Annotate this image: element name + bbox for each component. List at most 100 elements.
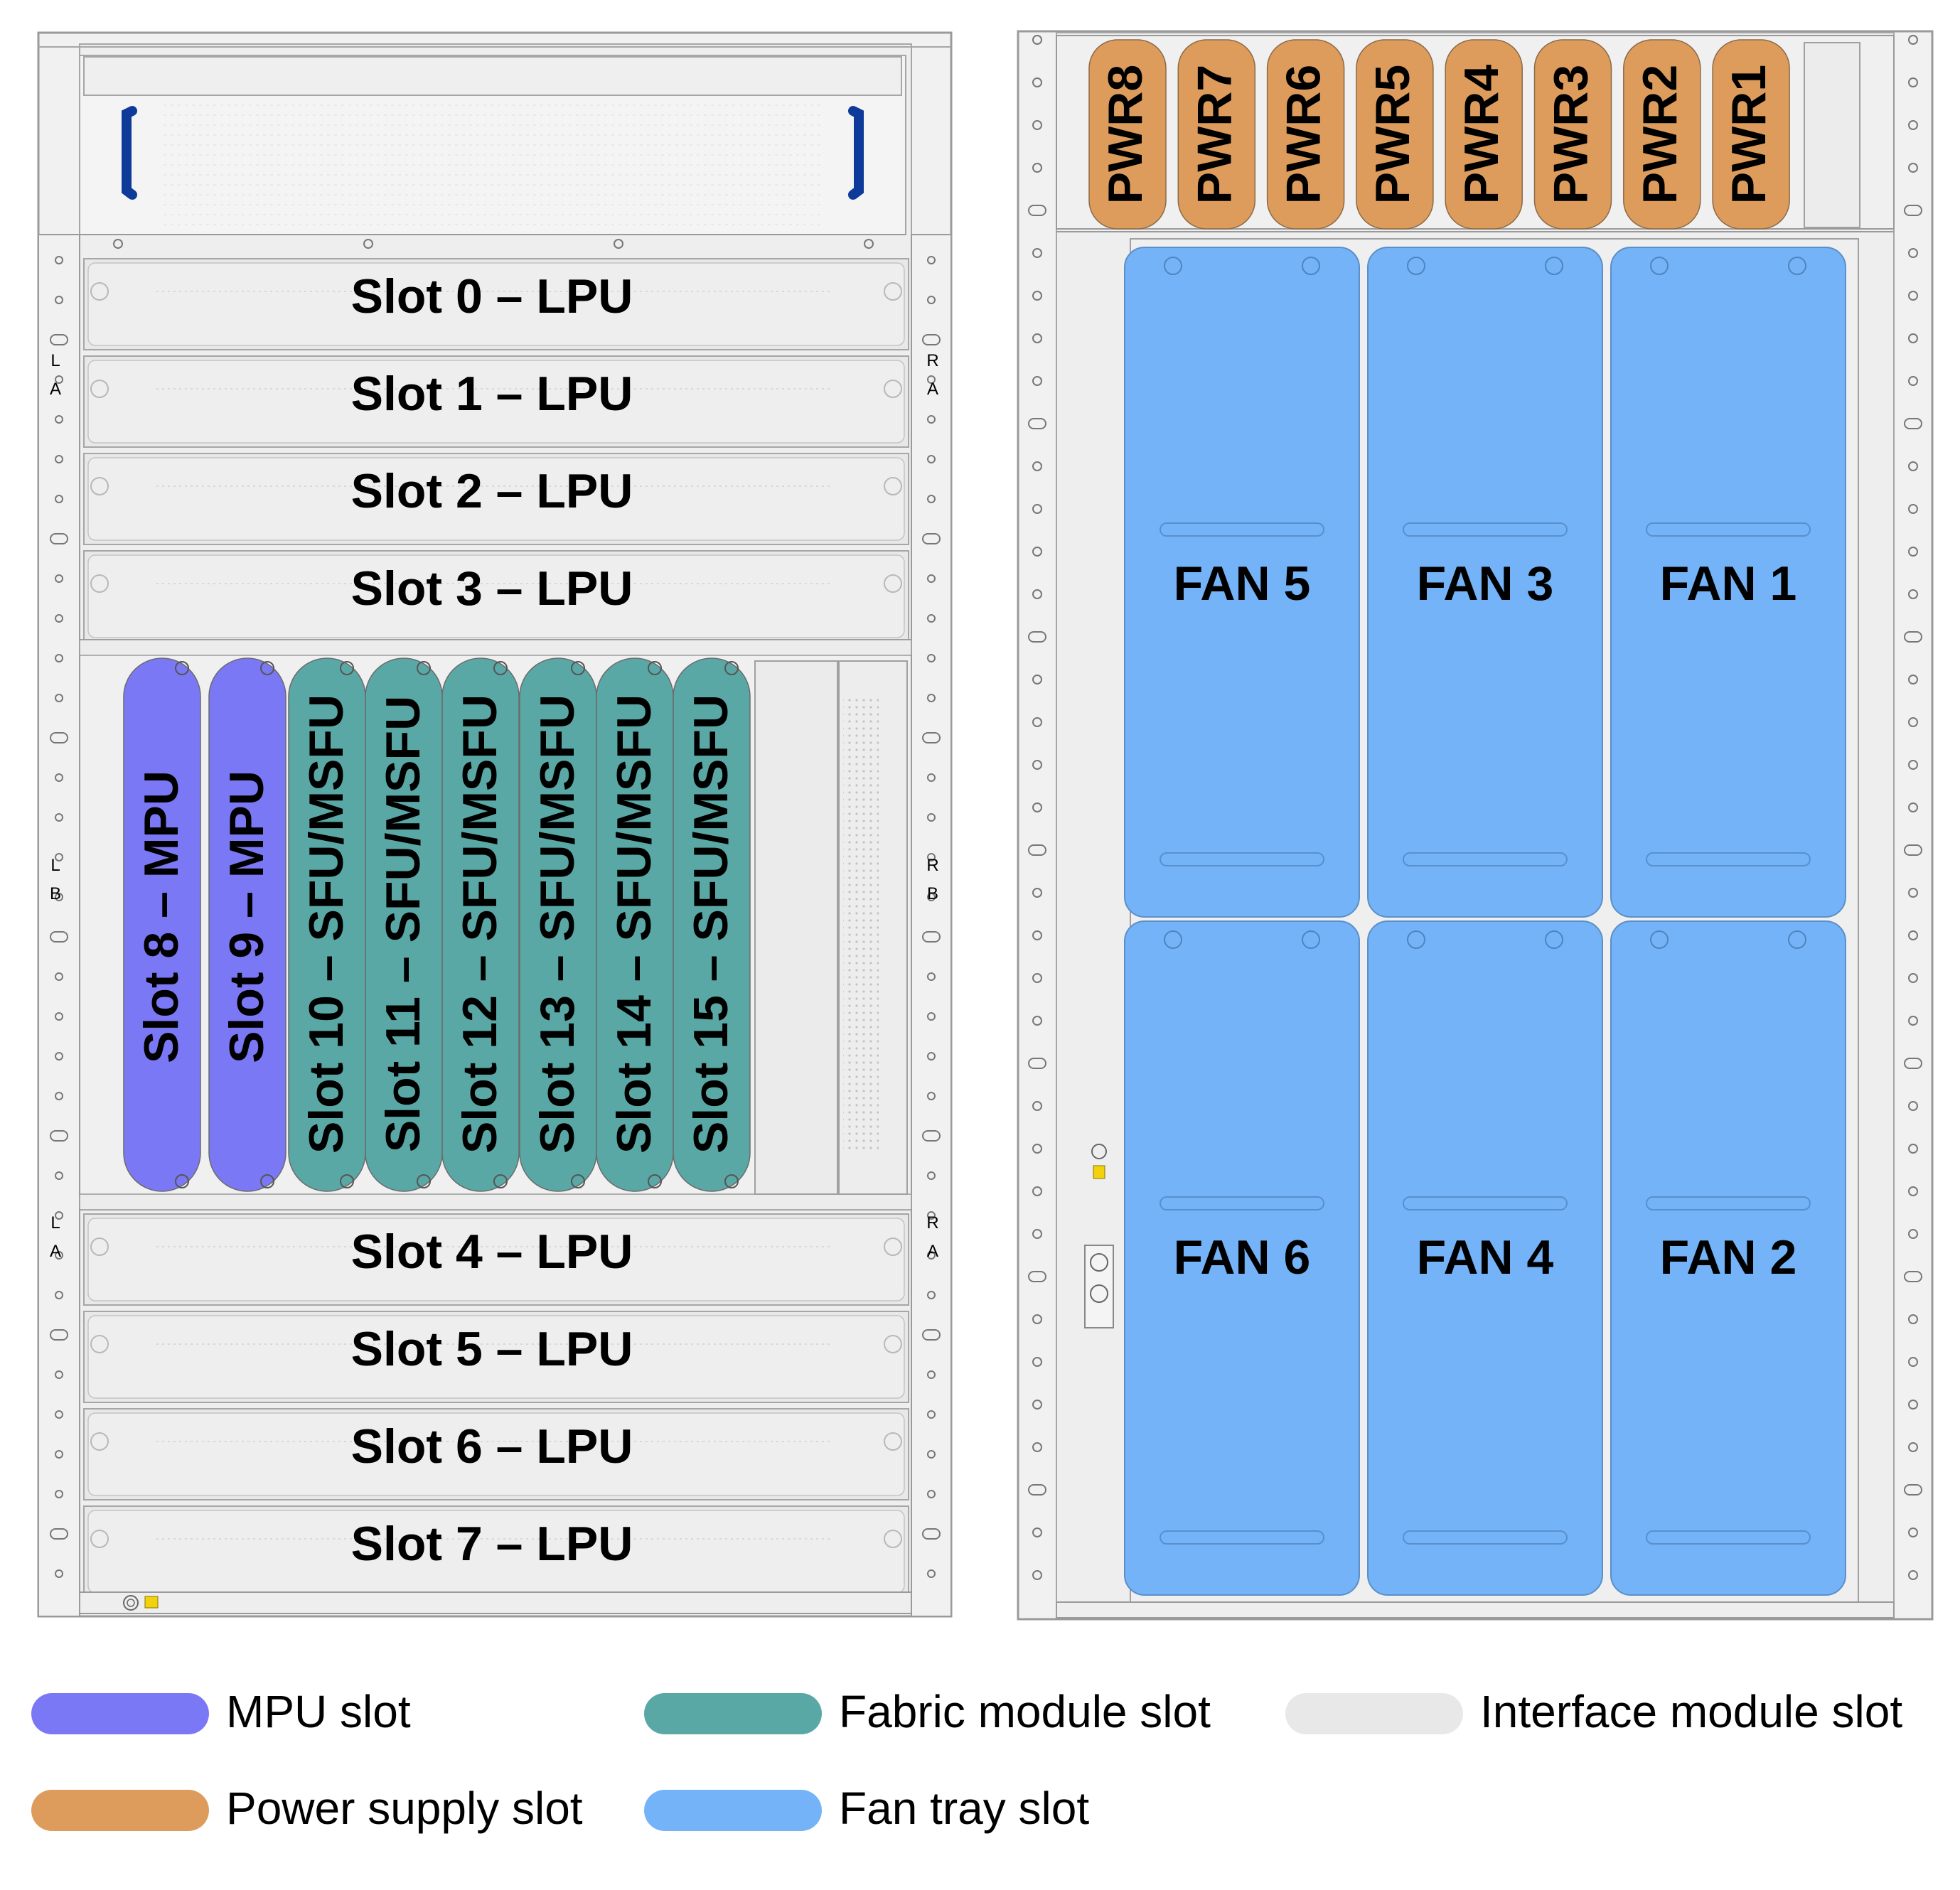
lpu-slot-label: Slot 1 – LPU (351, 367, 633, 421)
card-screw-icon (884, 380, 902, 398)
power-slot-label: PWR1 (1722, 65, 1776, 204)
power-slot-body (1623, 39, 1701, 230)
rail-mark-right: R (926, 856, 938, 875)
card-screw-icon (884, 1237, 902, 1256)
card-screw-icon (175, 661, 189, 675)
lpu-slots-top: Slot 0 – LPU Slot 1 – LPU Slot 2 – LPU Slot… (83, 258, 909, 643)
power-slot-body (1533, 39, 1612, 230)
card-screw-icon (90, 1432, 109, 1451)
legend-item: MPU slot (31, 1686, 411, 1737)
legend-label: Fabric module slot (839, 1686, 1211, 1737)
lpu-slot-label: Slot 6 – LPU (351, 1419, 633, 1473)
legend-item: Fabric module slot (644, 1686, 1211, 1737)
legend-item: Power supply slot (31, 1783, 583, 1834)
fan-tray-body (1367, 247, 1603, 918)
fan-screw-icon (1164, 257, 1182, 275)
fan-tray-slot: FAN 4 (1367, 920, 1603, 1596)
rail-mark-left: L (50, 856, 60, 875)
lpu-slot-label: Slot 4 – LPU (351, 1225, 633, 1279)
card-screw-icon (724, 661, 739, 675)
fan-screw-icon (1407, 930, 1425, 949)
card-screw-icon (90, 477, 109, 495)
card-screw-icon (493, 1174, 508, 1188)
mpu-slot-label: Slot 9 – MPU (220, 771, 274, 1063)
card-screw-icon (175, 1174, 189, 1188)
power-slot-label: PWR3 (1544, 65, 1598, 204)
front-bottom-strip (79, 1591, 912, 1614)
fan-tray-label: FAN 1 (1660, 557, 1797, 611)
fan-tray-label: FAN 4 (1417, 1230, 1554, 1284)
card-screw-icon (417, 661, 431, 675)
card-screw-icon (90, 574, 109, 593)
card-screw-icon (90, 380, 109, 398)
card-screw-icon (884, 282, 902, 301)
fan-screw-icon (1545, 257, 1563, 275)
fan-screw-icon (1302, 257, 1320, 275)
card-screw-icon (571, 1174, 585, 1188)
fan-tray-label: FAN 2 (1660, 1230, 1797, 1284)
fan-screw-icon (1788, 257, 1806, 275)
fabric-slot: Slot 10 – SFU/MSFU (288, 657, 366, 1192)
fabric-slot-label: Slot 14 – SFU/MSFU (607, 694, 661, 1154)
power-slot-body (1177, 39, 1256, 230)
fabric-slot-body (441, 657, 520, 1192)
card-screw-icon (648, 1174, 662, 1188)
power-slot-label: PWR8 (1098, 65, 1152, 204)
fan-tray-slot: FAN 2 (1610, 920, 1846, 1596)
legend-swatch (1285, 1693, 1463, 1734)
fabric-slots: Slot 10 – SFU/MSFU Slot 11 – SFU/MSFU Slot… (288, 657, 751, 1192)
lpu-slot: Slot 4 – LPU (83, 1213, 909, 1306)
power-slot-label: PWR4 (1455, 65, 1509, 205)
power-slot: PWR2 (1623, 39, 1701, 230)
power-slot: PWR8 (1088, 39, 1167, 230)
fan-screw-icon (1302, 930, 1320, 949)
fan-tray-label: FAN 3 (1417, 557, 1554, 611)
lpu-slot-label: Slot 0 – LPU (351, 269, 633, 323)
card-screw-icon (260, 661, 274, 675)
rail-mark-left: A (50, 380, 61, 399)
lpu-slot: Slot 2 – LPU (83, 453, 909, 545)
mpu-slot-body (208, 657, 286, 1192)
power-slot-label: PWR6 (1277, 65, 1331, 204)
warning-label-icon (144, 1596, 159, 1609)
card-screw-icon (90, 282, 109, 301)
card-screw-icon (884, 1530, 902, 1548)
fan-tray-body (1124, 247, 1360, 918)
lpu-slot: Slot 5 – LPU (83, 1311, 909, 1403)
card-screw-icon (90, 1335, 109, 1353)
fabric-slot-label: Slot 13 – SFU/MSFU (530, 694, 584, 1154)
mpu-slot-label: Slot 8 – MPU (134, 771, 188, 1063)
card-screw-icon (571, 661, 585, 675)
lpu-slot-label: Slot 2 – LPU (351, 464, 633, 518)
fan-screw-icon (1545, 930, 1563, 949)
lpu-slot-label: Slot 5 – LPU (351, 1322, 633, 1376)
card-screw-icon (90, 1530, 109, 1548)
power-slot-label: PWR5 (1366, 65, 1420, 204)
power-slot-body (1712, 39, 1790, 230)
fabric-slot-label: Slot 10 – SFU/MSFU (299, 694, 353, 1154)
power-slot-label: PWR7 (1187, 65, 1241, 204)
lpu-slot: Slot 1 – LPU (83, 355, 909, 448)
power-slot: PWR7 (1177, 39, 1256, 230)
rail-mark-left: A (50, 1242, 61, 1261)
fan-screw-icon (1650, 257, 1669, 275)
card-screw-icon (90, 1237, 109, 1256)
lpu-slot-label: Slot 3 – LPU (351, 562, 633, 616)
fabric-slot-label: Slot 15 – SFU/MSFU (684, 694, 738, 1154)
power-slot: PWR6 (1266, 39, 1345, 230)
right-handle-icon (848, 106, 864, 200)
fan-screw-icon (1407, 257, 1425, 275)
card-screw-icon (417, 1174, 431, 1188)
fan-tray-body (1367, 920, 1603, 1596)
fan-tray-body (1124, 920, 1360, 1596)
fabric-slot-label: Slot 11 – SFU/MSFU (376, 696, 430, 1152)
lpu-slot: Slot 0 – LPU (83, 258, 909, 350)
legend-swatch (31, 1693, 209, 1734)
power-slot-body (1088, 39, 1167, 230)
top-panel-screws (113, 239, 874, 249)
lpu-slot: Slot 3 – LPU (83, 550, 909, 643)
